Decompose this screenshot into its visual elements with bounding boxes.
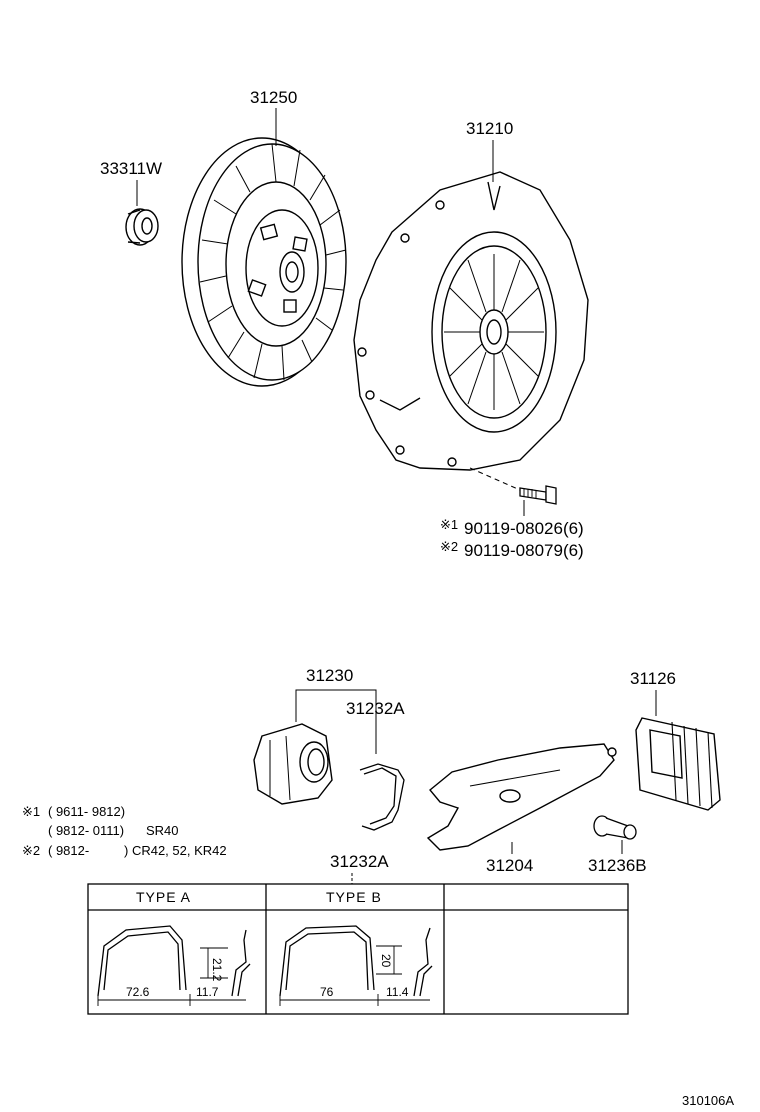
- note-2-range: ( 9812-: [48, 843, 89, 858]
- dim-type-b-height: 20: [379, 954, 393, 968]
- table-header-type-b: TYPE B: [326, 889, 382, 905]
- bolt-drawing: [519, 485, 557, 505]
- dim-lines-type-a: [97, 947, 246, 1006]
- bolt-1-part: 90119-08026(6): [464, 519, 584, 538]
- release-bearing-drawing: [253, 723, 333, 805]
- bolt-2-mark: ※2: [440, 539, 458, 554]
- note-1b-range: ( 9812- 0111): [48, 823, 124, 838]
- dim-type-b-depth: 11.4: [386, 985, 409, 999]
- bolt-1-mark: ※1: [440, 517, 458, 532]
- dim-type-b-width: 76: [320, 985, 334, 999]
- release-fork-drawing: [426, 743, 617, 851]
- note-2-mark: ※2: [22, 843, 40, 858]
- part-label-31232A-top: 31232A: [346, 699, 405, 718]
- part-label-33311W: 33311W: [100, 159, 162, 178]
- clip-type-b-drawing: [279, 925, 433, 997]
- part-label-31230: 31230: [306, 666, 353, 685]
- illustration-code: 310106A: [682, 1093, 734, 1108]
- table-part-label-31232A: 31232A: [330, 852, 389, 871]
- clutch-cover-drawing: [353, 171, 589, 471]
- table-header-type-a: TYPE A: [136, 889, 191, 905]
- clip-type-a-drawing: [97, 925, 251, 997]
- part-label-31204: 31204: [486, 856, 533, 875]
- note-1b-model: SR40: [146, 823, 179, 838]
- bolt-2-part: 90119-08079(6): [464, 541, 584, 560]
- dim-type-a-height: 21.2: [210, 958, 224, 982]
- clutch-disc-drawing: [181, 137, 347, 387]
- note-2-model: ) CR42, 52, KR42: [124, 843, 227, 858]
- boot-drawing: [635, 717, 721, 811]
- part-label-31210: 31210: [466, 119, 513, 138]
- dim-type-a-depth: 11.7: [196, 985, 219, 999]
- clip-31232A-drawing: [359, 763, 405, 831]
- note-1-range: ( 9611- 9812): [48, 804, 125, 819]
- dim-lines-type-b: [279, 945, 430, 1006]
- bolt-dashed-leader: [469, 467, 521, 491]
- pivot-drawing: [593, 815, 637, 840]
- pilot-bearing-drawing: [125, 208, 159, 246]
- part-label-31250: 31250: [250, 88, 297, 107]
- note-1-mark: ※1: [22, 804, 40, 819]
- dim-type-a-width: 72.6: [126, 985, 150, 999]
- spec-table: [87, 883, 629, 1015]
- part-label-31236B: 31236B: [588, 856, 647, 875]
- part-label-31126: 31126: [630, 669, 676, 688]
